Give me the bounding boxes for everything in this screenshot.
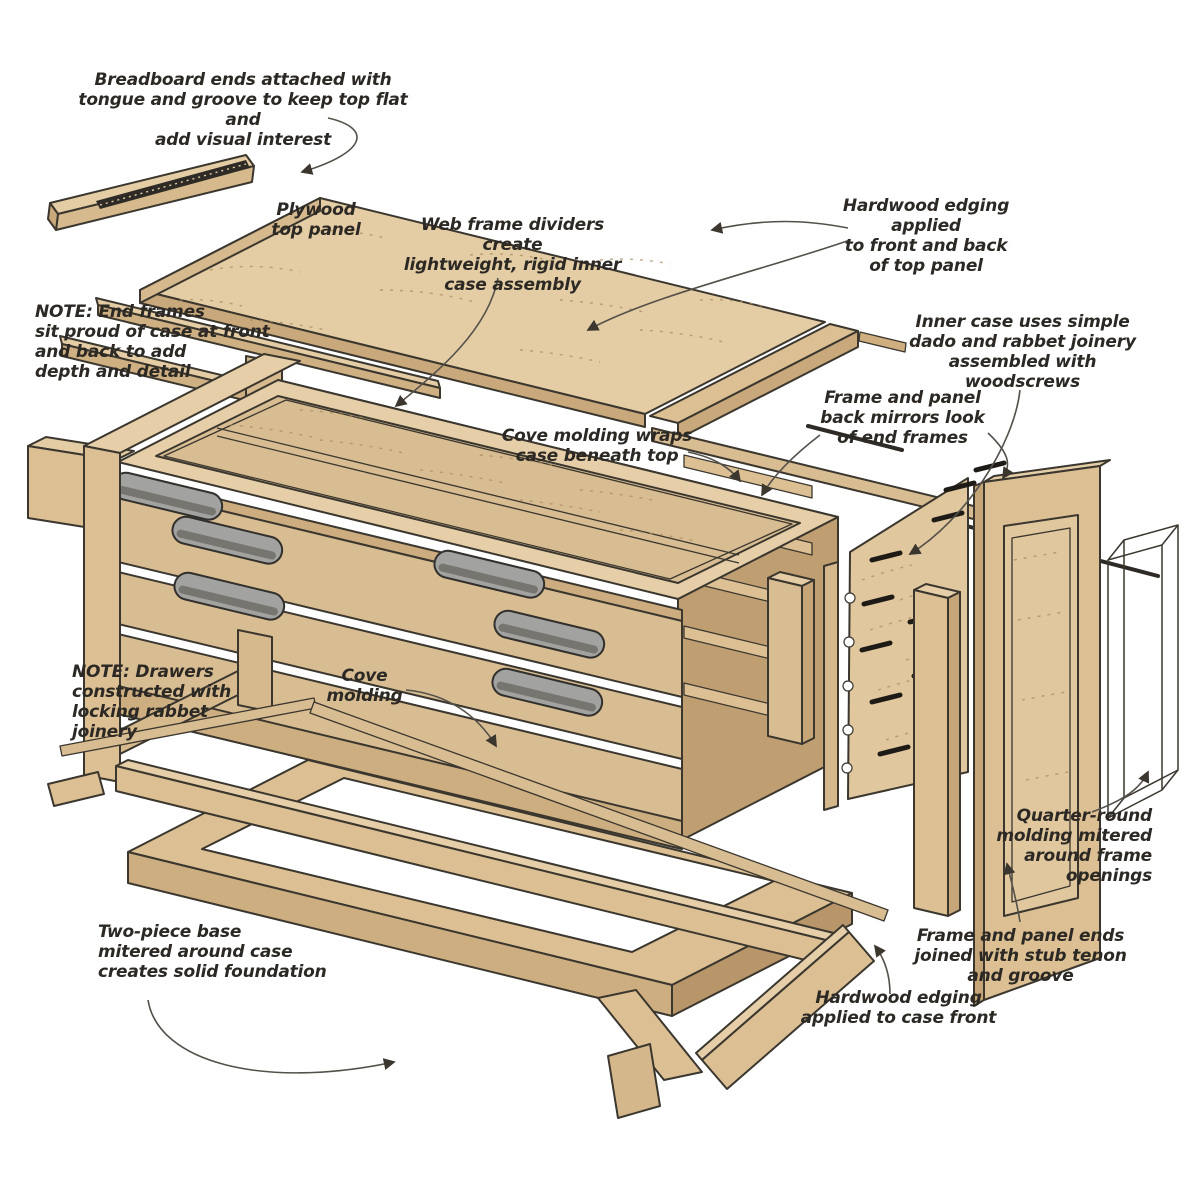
- drawer-pull: [493, 609, 606, 659]
- drawer-pull: [491, 667, 604, 717]
- leader-base: [147, 999, 396, 1074]
- base-assembly: [47, 759, 853, 1119]
- tongue-groove-edge: [96, 160, 250, 209]
- screw: [861, 594, 895, 607]
- label-plywood-top-panel: Plywood top panel: [271, 200, 361, 241]
- base-mitered-pieces: [597, 989, 703, 1119]
- dado-notches: [841, 592, 856, 774]
- leader-inner-case: [908, 389, 1021, 555]
- screw: [877, 744, 911, 757]
- label-frame-panel-ends: Frame and panel ends joined with stub te…: [914, 926, 1127, 987]
- quarter-round-molding-line: [1011, 527, 1071, 903]
- leader-edging-back: [710, 220, 849, 234]
- label-hardwood-edging-top: Hardwood edging applied to front and bac…: [842, 196, 1010, 277]
- label-note-end-frames: NOTE: End frames sit proud of case at fr…: [35, 302, 270, 383]
- leader-web-frame: [394, 277, 499, 408]
- leader-frame-back-right: [987, 432, 1014, 480]
- label-inner-case-joinery: Inner case uses simple dado and rabbet j…: [909, 312, 1136, 393]
- left-end-frame: [83, 353, 301, 783]
- label-note-drawers: NOTE: Drawers constructed with locking r…: [72, 662, 231, 743]
- label-hardwood-edging-front: Hardwood edging applied to case front: [800, 988, 997, 1029]
- leader-frame-back-left: [761, 434, 821, 497]
- label-breadboard-ends: Breadboard ends attached with tongue and…: [78, 70, 408, 151]
- leader-quarter-round: [1091, 770, 1150, 813]
- screw: [869, 692, 903, 705]
- right-end-frame-panel: [973, 459, 1111, 1007]
- rear-right-post: [767, 571, 815, 745]
- screw: [869, 550, 903, 563]
- leader-frame-panel-ends: [1003, 862, 1021, 923]
- label-cove-molding: Cove molding: [326, 666, 403, 707]
- label-frame-panel-back: Frame and panel back mirrors look of end…: [820, 388, 985, 449]
- leader-cove-wraps: [687, 451, 742, 483]
- leader-breadboard: [300, 117, 358, 175]
- leader-cove-molding: [405, 689, 497, 748]
- edging-stick: [806, 424, 904, 452]
- breadboard-end-strip: [47, 154, 255, 231]
- wood-grain: [179, 229, 771, 363]
- quarter-round-wireframe: [1107, 524, 1179, 819]
- label-web-frame-dividers: Web frame dividers create lightweight, r…: [403, 215, 622, 296]
- leader-edging-case-front: [873, 944, 891, 995]
- leader-lines: [147, 117, 1150, 1074]
- drawer-pull: [171, 515, 284, 565]
- drawer-pulls: [111, 471, 606, 717]
- screw: [859, 640, 893, 653]
- screw: [973, 460, 1007, 473]
- screw: [943, 480, 977, 493]
- hardwood-edging-board-front: [695, 924, 875, 1090]
- base-front-rail: [47, 759, 851, 969]
- label-two-piece-base: Two-piece base mitered around case creat…: [98, 922, 327, 983]
- drawer-pull: [433, 549, 546, 599]
- label-cove-molding-wraps: Cove molding wraps case beneath top: [501, 426, 693, 467]
- label-quarter-round: Quarter-round molding mitered around fra…: [996, 806, 1152, 887]
- drawer-pull: [173, 571, 286, 621]
- plywood-top-panel: [139, 197, 907, 440]
- leader-edging-front: [586, 239, 851, 331]
- end-frame-stile-post: [913, 583, 961, 917]
- cove-molding-sticks: [59, 697, 889, 922]
